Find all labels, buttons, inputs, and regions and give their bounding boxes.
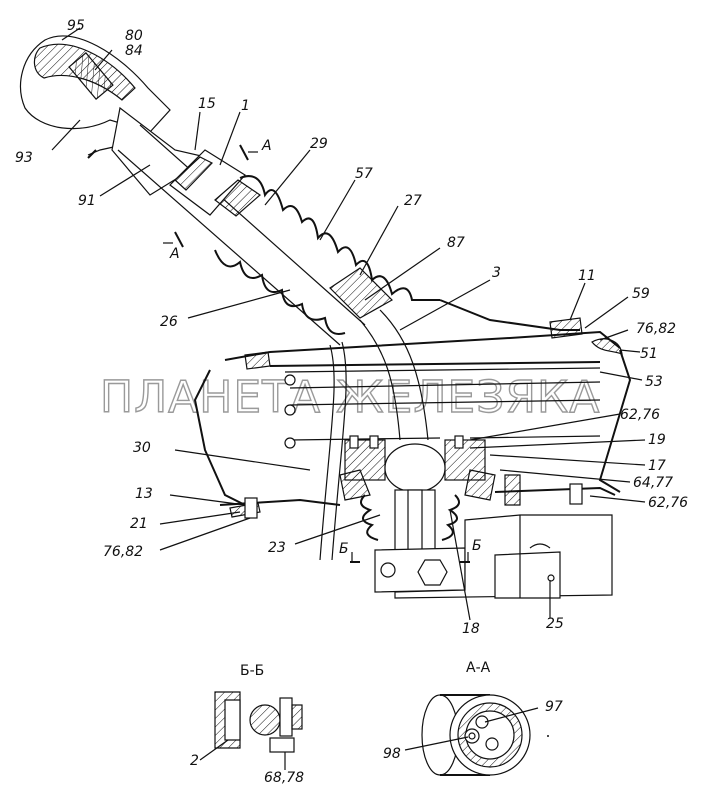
label-section-b-left: Б [339, 541, 349, 557]
label-11: 11 [578, 268, 596, 284]
label-25: 25 [546, 616, 564, 632]
label-17: 17 [648, 458, 666, 474]
section-bb-title: Б-Б [240, 663, 264, 679]
section-bb [199, 691, 303, 770]
label-93: 93 [15, 150, 33, 166]
label-1: 1 [241, 98, 250, 114]
label-30: 30 [133, 440, 151, 456]
label-62-76-bottom: 62,76 [648, 495, 688, 511]
label-64-77: 64,77 [633, 475, 673, 491]
section-aa [404, 694, 549, 776]
label-91: 91 [78, 193, 96, 209]
leader-lines [51, 27, 646, 621]
label-21: 21 [130, 516, 148, 532]
label-80: 80 [125, 28, 143, 44]
label-23: 23 [268, 540, 286, 556]
callout-labels: 95 80 84 93 15 1 91 29 А А 57 27 87 3 26… [15, 18, 688, 786]
base-flange [219, 474, 616, 519]
label-76-82-top: 76,82 [636, 321, 676, 337]
label-98: 98 [383, 746, 401, 762]
label-27: 27 [404, 193, 422, 209]
label-53: 53 [645, 374, 663, 390]
cover-plate [224, 317, 623, 370]
label-76-82-bottom: 76,82 [103, 544, 143, 560]
label-97: 97 [545, 699, 563, 715]
label-15: 15 [198, 96, 216, 112]
label-87: 87 [447, 235, 465, 251]
label-section-a-top: А [261, 138, 272, 154]
section-markers [163, 144, 470, 563]
rubber-boot [214, 175, 580, 335]
label-19: 19 [648, 432, 666, 448]
label-68-78: 68,78 [264, 770, 304, 786]
label-18: 18 [462, 621, 480, 637]
watermark-text: ПЛАНЕТА ЖЕЛЕЗЯКА [100, 372, 600, 423]
label-13: 13 [135, 486, 153, 502]
label-62-76-top: 62,76 [620, 407, 660, 423]
label-3: 3 [492, 265, 501, 281]
label-section-b-right: Б [472, 538, 482, 554]
label-84: 84 [125, 43, 143, 59]
label-59: 59 [632, 286, 650, 302]
label-95: 95 [67, 18, 85, 34]
ball-joint [339, 435, 496, 501]
label-57: 57 [355, 166, 373, 182]
housing-shell [193, 349, 632, 506]
lever-knob [19, 35, 171, 159]
label-section-a-bottom: А [169, 246, 180, 262]
label-2: 2 [190, 753, 199, 769]
label-51: 51 [640, 346, 658, 362]
section-aa-title: А-А [466, 660, 491, 676]
label-29: 29 [310, 136, 328, 152]
label-26: 26 [160, 314, 178, 330]
selector-housing [374, 514, 613, 599]
